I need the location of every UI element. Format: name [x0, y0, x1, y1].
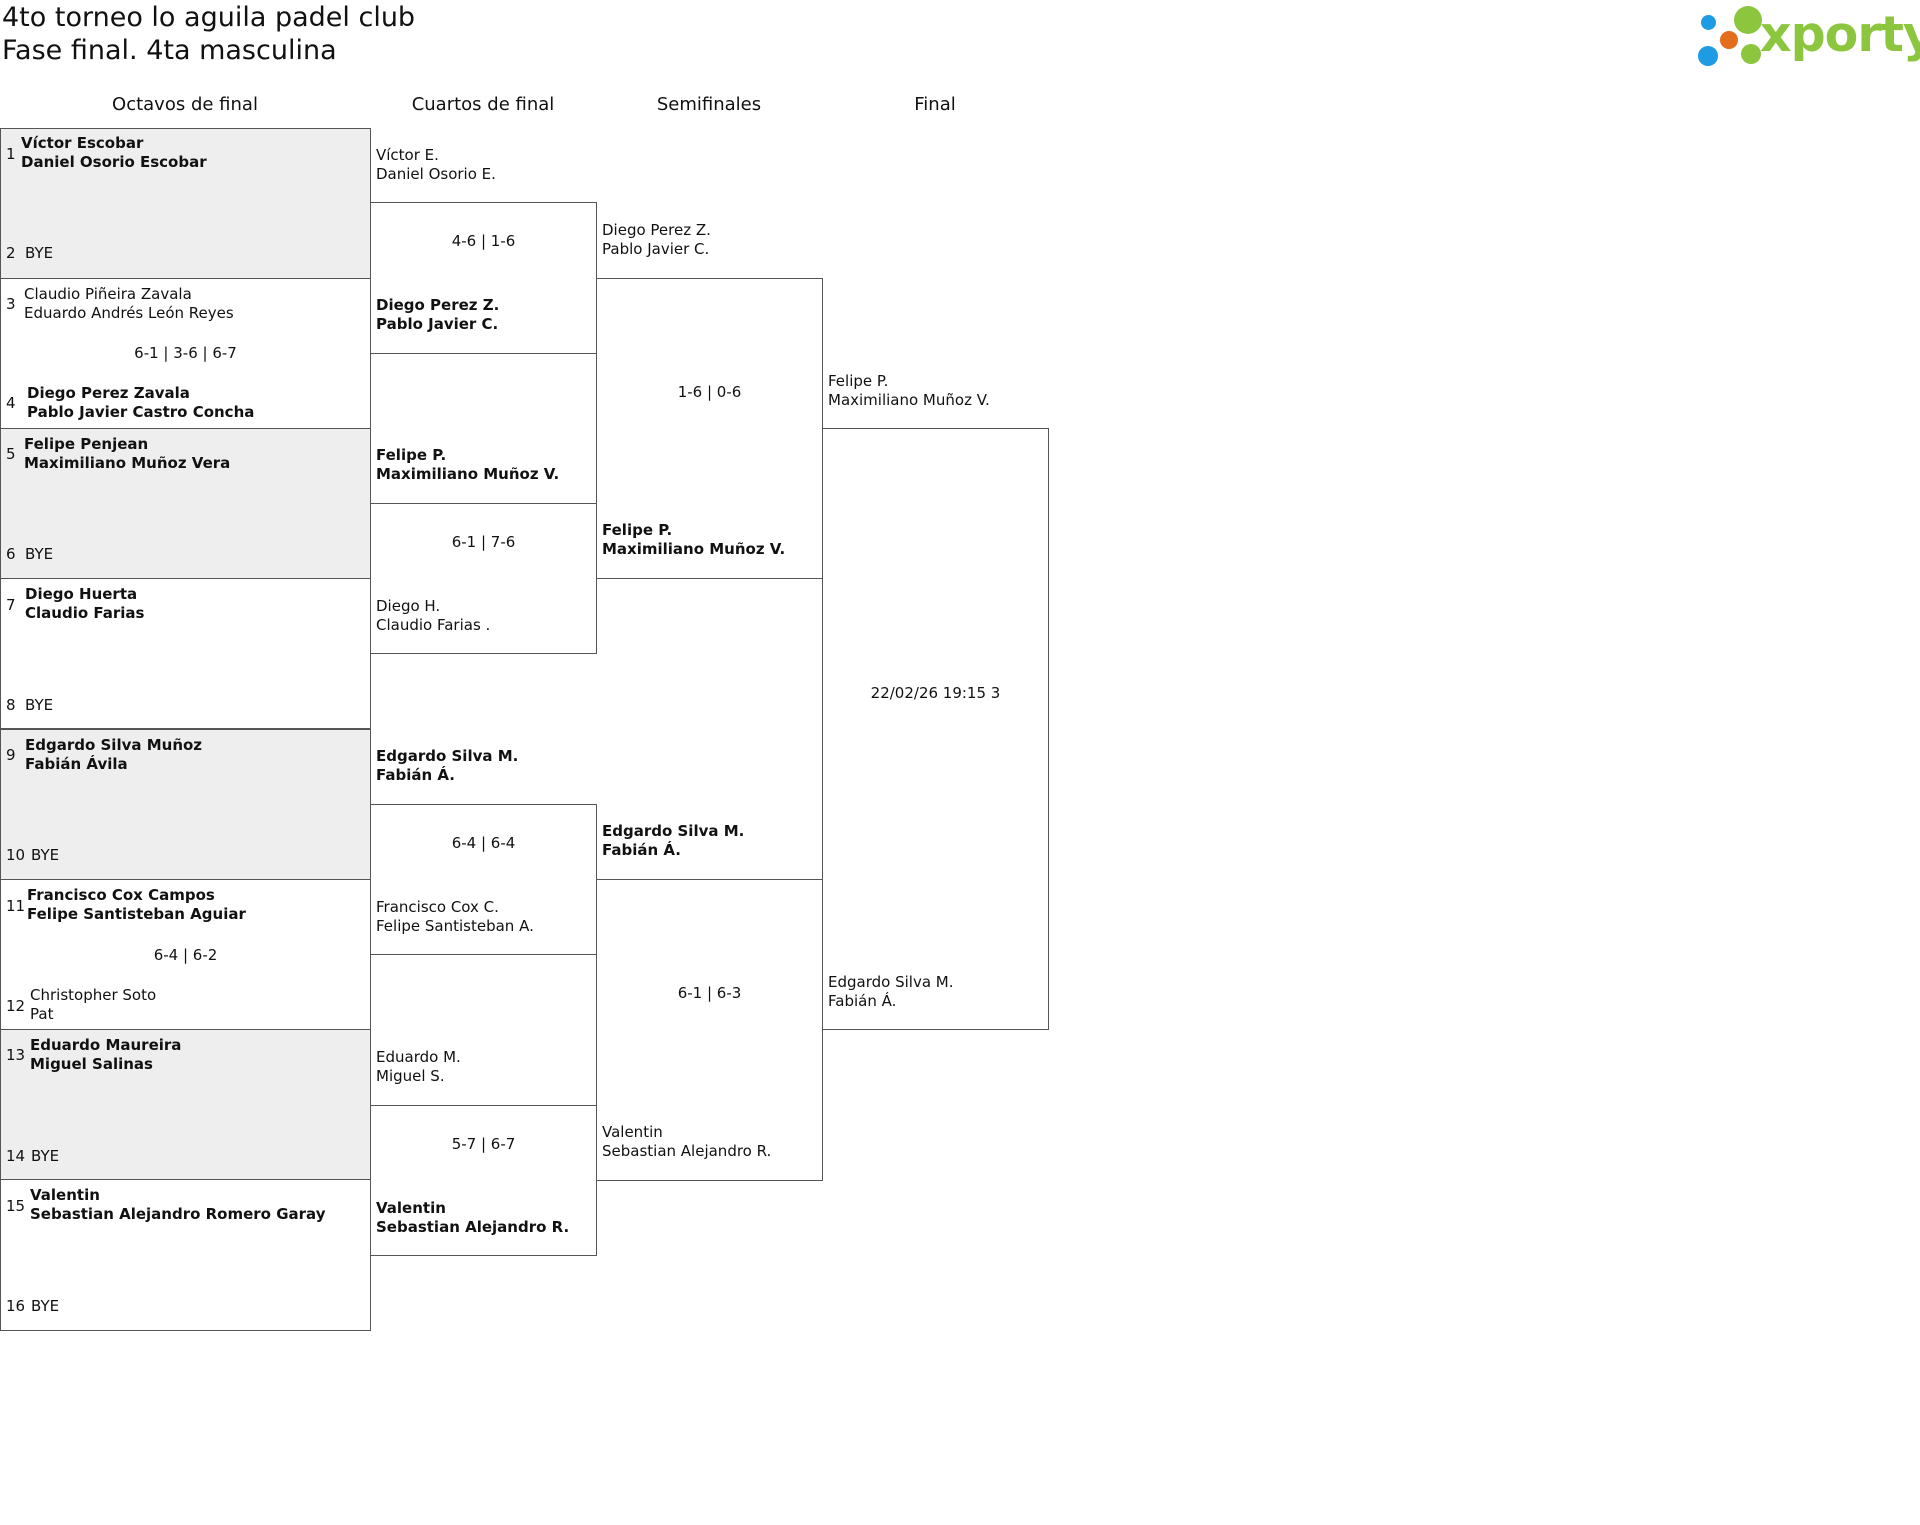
match-datetime-court: 22/02/26 19:15 3 — [870, 684, 1001, 702]
seed-number: 11 — [6, 897, 26, 915]
logo-dot-blue-icon — [1698, 46, 1718, 66]
logo-text: xporty — [1760, 6, 1920, 63]
logo-dot-green-bottom-icon — [1741, 44, 1761, 64]
seed-number: 5 — [6, 445, 16, 463]
player-pair: Felipe P.Maximiliano Muñoz V. — [602, 521, 786, 558]
bye-label: BYE — [25, 696, 54, 714]
player-pair: Diego Perez Z.Pablo Javier C. — [602, 221, 711, 258]
player-pair: Francisco Cox C.Felipe Santisteban A. — [376, 898, 534, 935]
logo-dot-green-small-icon — [1701, 15, 1716, 30]
match-box-octavos-5 — [0, 729, 371, 880]
seed-number: 7 — [6, 596, 16, 614]
match-score: 6-4 | 6-2 — [153, 946, 218, 964]
xporty-logo: xporty — [1694, 4, 1920, 66]
seed-number: 10 — [6, 846, 26, 864]
match-score: 6-1 | 7-6 — [451, 533, 516, 551]
match-box-octavos-7 — [0, 1029, 371, 1180]
player-pair: Eduardo M.Miguel S. — [376, 1048, 461, 1085]
bye-label: BYE — [25, 244, 54, 262]
round-header-final: Final — [914, 94, 956, 115]
logo-dot-orange-icon — [1720, 31, 1738, 49]
seed-number: 4 — [6, 394, 16, 412]
match-score: 4-6 | 1-6 — [451, 232, 516, 250]
seed-number: 9 — [6, 746, 16, 764]
player-pair: Edgardo Silva M.Fabián Á. — [828, 973, 954, 1010]
tournament-subtitle: Fase final. 4ta masculina — [2, 35, 337, 66]
seed-number: 16 — [6, 1297, 26, 1315]
player-pair: Víctor E.Daniel Osorio E. — [376, 146, 496, 183]
round-header-octavos: Octavos de final — [112, 94, 258, 115]
match-score: 6-1 | 3-6 | 6-7 — [134, 344, 237, 362]
match-box-octavos-1 — [0, 128, 371, 279]
logo-dot-green-icon — [1734, 6, 1762, 34]
seed-number: 13 — [6, 1046, 26, 1064]
player-pair: Edgardo Silva M.Fabián Á. — [602, 822, 745, 859]
seed-number: 3 — [6, 295, 16, 313]
seed-number: 15 — [6, 1197, 26, 1215]
round-header-semifinales: Semifinales — [656, 94, 762, 115]
bye-label: BYE — [31, 846, 60, 864]
match-box-final — [822, 428, 1049, 1030]
bye-label: BYE — [31, 1297, 60, 1315]
match-box-octavos-3 — [0, 428, 371, 579]
player-pair: Diego Perez Z.Pablo Javier C. — [376, 296, 500, 333]
match-score: 1-6 | 0-6 — [677, 383, 742, 401]
match-score: 6-4 | 6-4 — [451, 834, 516, 852]
bye-label: BYE — [31, 1147, 60, 1165]
seed-number: 8 — [6, 696, 16, 714]
seed-number: 1 — [6, 145, 16, 163]
seed-number: 2 — [6, 244, 16, 262]
match-score: 5-7 | 6-7 — [451, 1135, 516, 1153]
seed-number: 6 — [6, 545, 16, 563]
tournament-title: 4to torneo lo aguila padel club — [2, 2, 416, 33]
player-pair: Felipe P.Maximiliano Muñoz V. — [828, 372, 990, 409]
player-pair: Edgardo Silva M.Fabián Á. — [376, 747, 519, 784]
match-score: 6-1 | 6-3 — [677, 984, 742, 1002]
match-box-semis-2 — [596, 879, 823, 1181]
bye-label: BYE — [25, 545, 54, 563]
player-pair: Felipe P.Maximiliano Muñoz V. — [376, 446, 560, 483]
seed-number: 14 — [6, 1147, 26, 1165]
seed-number: 12 — [6, 997, 26, 1015]
player-pair: Diego H.Claudio Farias . — [376, 597, 491, 634]
round-header-cuartos: Cuartos de final — [411, 94, 555, 115]
